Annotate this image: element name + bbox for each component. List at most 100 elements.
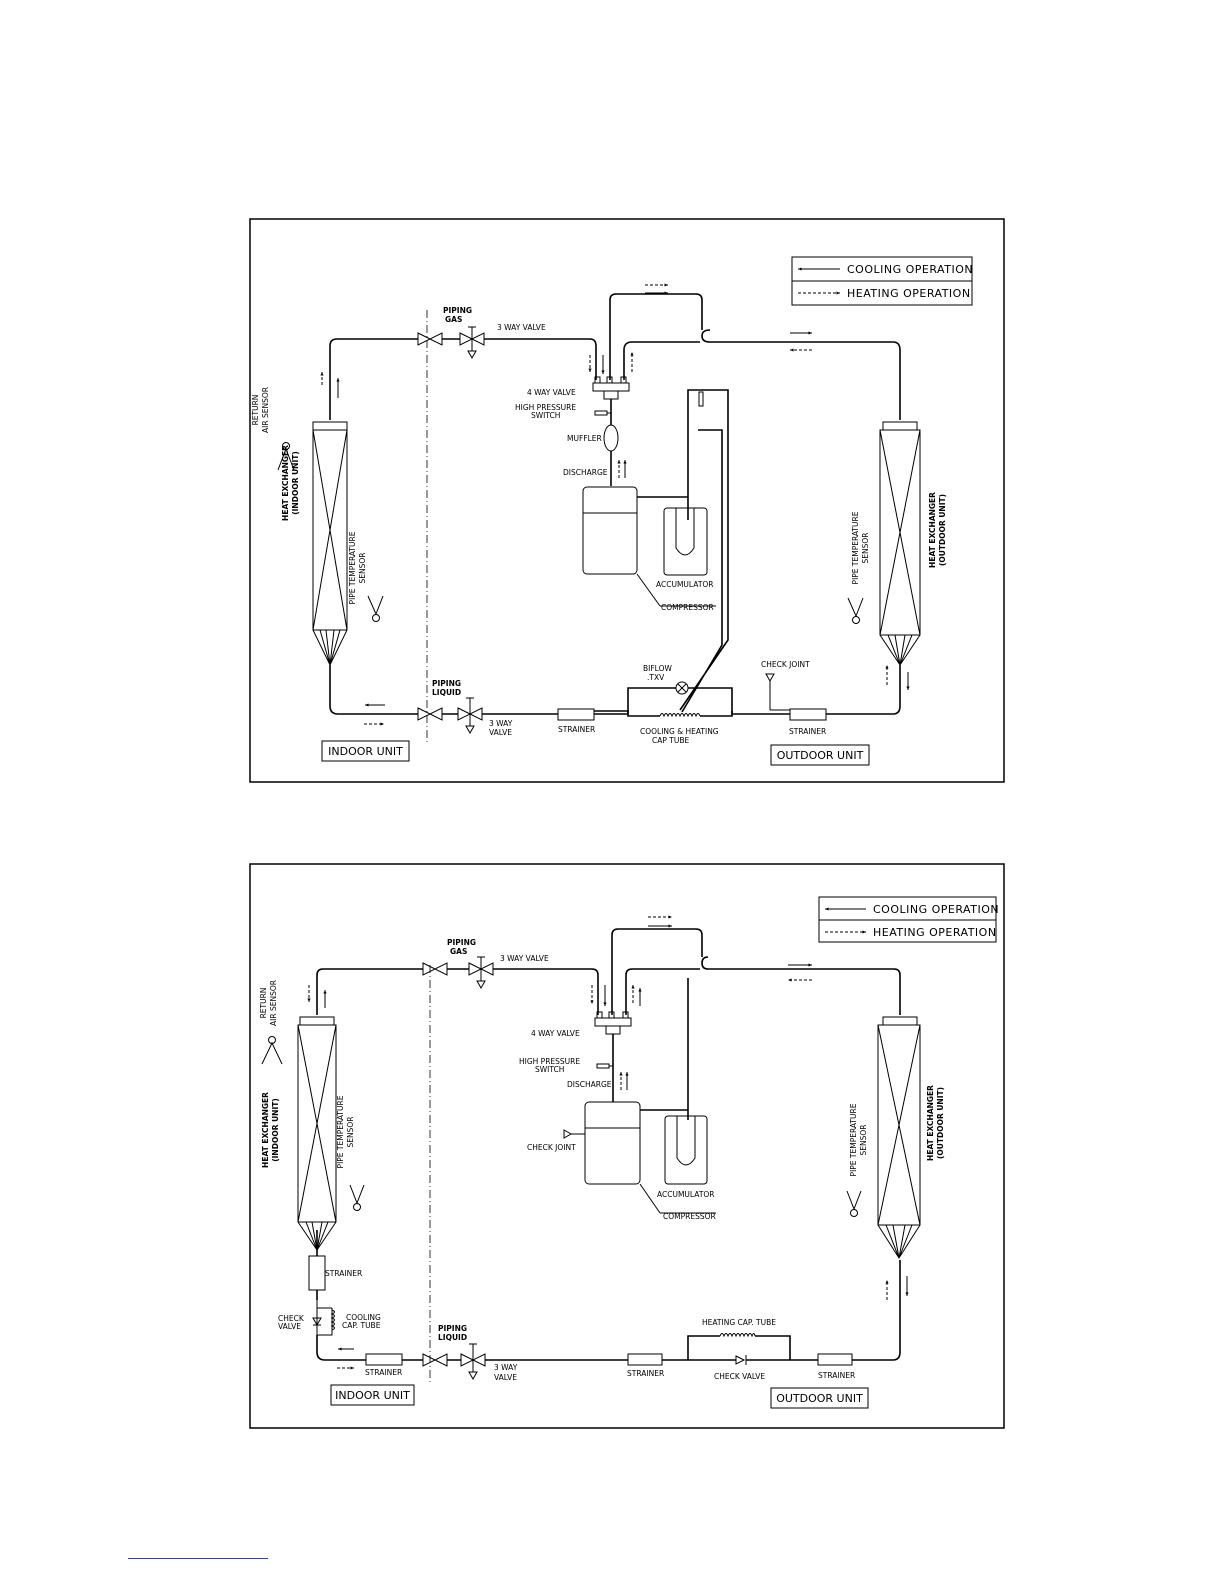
diagram-1: COOLING OPERATION HEATING OPERATION 4 WA… — [249, 218, 1005, 783]
strainer-bottom-left-label-2: STRAINER — [365, 1368, 402, 1377]
pipe-temp-indoor-label-1b: SENSOR — [358, 553, 367, 584]
heat-exchanger-indoor-1 — [312, 421, 348, 667]
three-way-valve-bottom-label-2a: 3 WAY — [494, 1363, 518, 1372]
strainer-right-label-1: STRAINER — [789, 727, 826, 736]
legend-heating-label: HEATING OPERATION — [847, 287, 971, 300]
heat-exchanger-outdoor-1 — [879, 421, 921, 666]
legend-cooling-label-2: COOLING OPERATION — [873, 903, 999, 916]
piping-gas-label-1a: PIPING — [443, 306, 472, 315]
legend-1: COOLING OPERATION HEATING OPERATION — [791, 256, 973, 306]
legend-heating-label-2: HEATING OPERATION — [873, 926, 997, 939]
accumulator-label-1: ACCUMULATOR — [656, 580, 714, 589]
discharge-label-1: DISCHARGE — [563, 468, 608, 477]
pipe-temp-indoor-label-2b: SENSOR — [346, 1117, 355, 1148]
strainer-left-label-1: STRAINER — [558, 725, 595, 734]
three-way-valve-bottom-label-1a: 3 WAY — [489, 719, 513, 728]
accumulator-2 — [664, 1115, 708, 1185]
pipe-temp-sensor-indoor-1 — [367, 595, 384, 622]
compressor-label-2: COMPRESSOR — [663, 1212, 716, 1221]
three-way-valve-gas-2 — [468, 956, 494, 990]
pipe-temp-sensor-indoor-2 — [349, 1184, 365, 1211]
service-valve-liquid-2 — [422, 1353, 448, 1367]
compressor-1 — [582, 486, 638, 575]
hx-outdoor-label-1b: (OUTDOOR UNIT) — [938, 494, 947, 566]
compressor-2 — [584, 1101, 641, 1185]
heat-exchanger-indoor-2 — [297, 1016, 337, 1251]
cooling-cap-tube-label-2a: COOLING — [346, 1313, 381, 1322]
three-way-valve-bottom-label-1b: VALVE — [489, 728, 512, 737]
legend-cooling-label: COOLING OPERATION — [847, 263, 973, 276]
outdoor-unit-box-2 — [770, 1387, 869, 1409]
return-air-sensor-label-2a: RETURN — [259, 988, 268, 1019]
service-valve-liquid-1 — [417, 707, 443, 721]
outdoor-unit-label-1: OUTDOOR UNIT — [777, 749, 864, 762]
return-air-sensor-2 — [261, 1036, 283, 1065]
pipe-temp-outdoor-label-1b: SENSOR — [861, 533, 870, 564]
piping-gas-label-2a: PIPING — [447, 938, 476, 947]
strainer-right-label-2: STRAINER — [818, 1371, 855, 1380]
pipe-temp-indoor-label-1a: PIPE TEMPERATURE — [348, 531, 357, 604]
check-valve-label-2a: CHECK — [278, 1314, 305, 1323]
three-way-valve-gas-1 — [459, 326, 485, 360]
muffler-label: MUFFLER — [567, 434, 602, 443]
footer-divider-link — [128, 1558, 268, 1559]
cap-tube-label-1b: CAP TUBE — [652, 736, 689, 745]
biflow-txv-label-1b: .TXV — [647, 673, 665, 682]
check-joint-2 — [563, 1129, 585, 1139]
gas-pipe — [329, 338, 597, 420]
cooling-cap-tube-label-2b: CAP. TUBE — [342, 1321, 381, 1330]
indoor-unit-box-1 — [321, 740, 410, 762]
check-joint-label-1: CHECK JOINT — [761, 660, 810, 669]
flow-arrows-2 — [307, 915, 909, 1370]
discharge-label-2: DISCHARGE — [567, 1080, 612, 1089]
legend-2: COOLING OPERATION HEATING OPERATION — [818, 896, 999, 943]
strainer-right-1 — [789, 708, 827, 721]
strainer-indoor-2 — [308, 1255, 326, 1291]
diagram-2-frame — [249, 863, 1005, 1429]
cap-tube-label-1a: COOLING & HEATING — [640, 727, 719, 736]
outdoor-gas-pipe — [623, 329, 901, 420]
hx-outdoor-label-2b: (OUTDOOR UNIT) — [936, 1087, 945, 1159]
indoor-unit-label-2: INDOOR UNIT — [335, 1389, 410, 1402]
four-way-valve-1: 4 WAY VALVE — [527, 376, 630, 425]
hx-indoor-label-1a: HEAT EXCHANGER — [281, 445, 290, 521]
diagram-1-frame — [249, 218, 1005, 783]
strainer-bottom-left-2 — [365, 1353, 403, 1366]
heat-exchanger-outdoor-2 — [877, 1016, 921, 1259]
hx-indoor-label-2a: HEAT EXCHANGER — [261, 1092, 270, 1168]
check-valve-bottom-label-2: CHECK VALVE — [714, 1372, 765, 1381]
outdoor-unit-label-2: OUTDOOR UNIT — [776, 1392, 863, 1405]
biflow-txv-label-1a: BIFLOW — [643, 664, 672, 673]
hx-outdoor-label-1a: HEAT EXCHANGER — [928, 492, 937, 568]
piping-liquid-label-1b: LIQUID — [432, 688, 461, 697]
high-pressure-switch-2 — [596, 1063, 610, 1069]
four-way-valve-label-2: 4 WAY VALVE — [531, 1029, 580, 1038]
check-valve-label-2b: VALVE — [278, 1322, 301, 1331]
four-way-valve-label: 4 WAY VALVE — [527, 388, 576, 397]
three-way-valve-top-label-2: 3 WAY VALVE — [500, 954, 549, 963]
cap-tube-coil-1 — [659, 713, 701, 718]
outdoor-unit-box-1 — [770, 744, 870, 766]
pipe-temp-sensor-outdoor-2 — [846, 1190, 862, 1217]
three-way-valve-liquid-1 — [457, 697, 483, 735]
service-valve-gas-1 — [417, 332, 443, 346]
return-air-sensor-1 — [277, 442, 295, 471]
strainer-indoor-label-2: STRAINER — [325, 1269, 362, 1278]
outdoor-gas-pipe-2 — [625, 956, 901, 1015]
pipe-temp-outdoor-label-2a: PIPE TEMPERATURE — [849, 1103, 858, 1176]
accumulator-1 — [663, 507, 708, 576]
pipe-temp-outdoor-label-1a: PIPE TEMPERATURE — [851, 511, 860, 584]
hx-indoor-label-2b: (INDOOR UNIT) — [271, 1098, 280, 1162]
gas-pipe-2 — [316, 968, 599, 1015]
hx-indoor-label-1b: (INDOOR UNIT) — [291, 451, 300, 515]
piping-gas-label-1b: GAS — [445, 315, 462, 324]
hps-label-2: SWITCH — [531, 411, 560, 420]
indoor-unit-box-2 — [330, 1384, 415, 1406]
liquid-pipe — [329, 665, 901, 715]
cap-tube-bypass — [594, 710, 733, 717]
hx-outdoor-label-2a: HEAT EXCHANGER — [926, 1085, 935, 1161]
check-joint-label-2: CHECK JOINT — [527, 1143, 576, 1152]
heating-cap-tube-coil-2 — [719, 1333, 756, 1338]
strainer-left-1 — [557, 708, 595, 721]
